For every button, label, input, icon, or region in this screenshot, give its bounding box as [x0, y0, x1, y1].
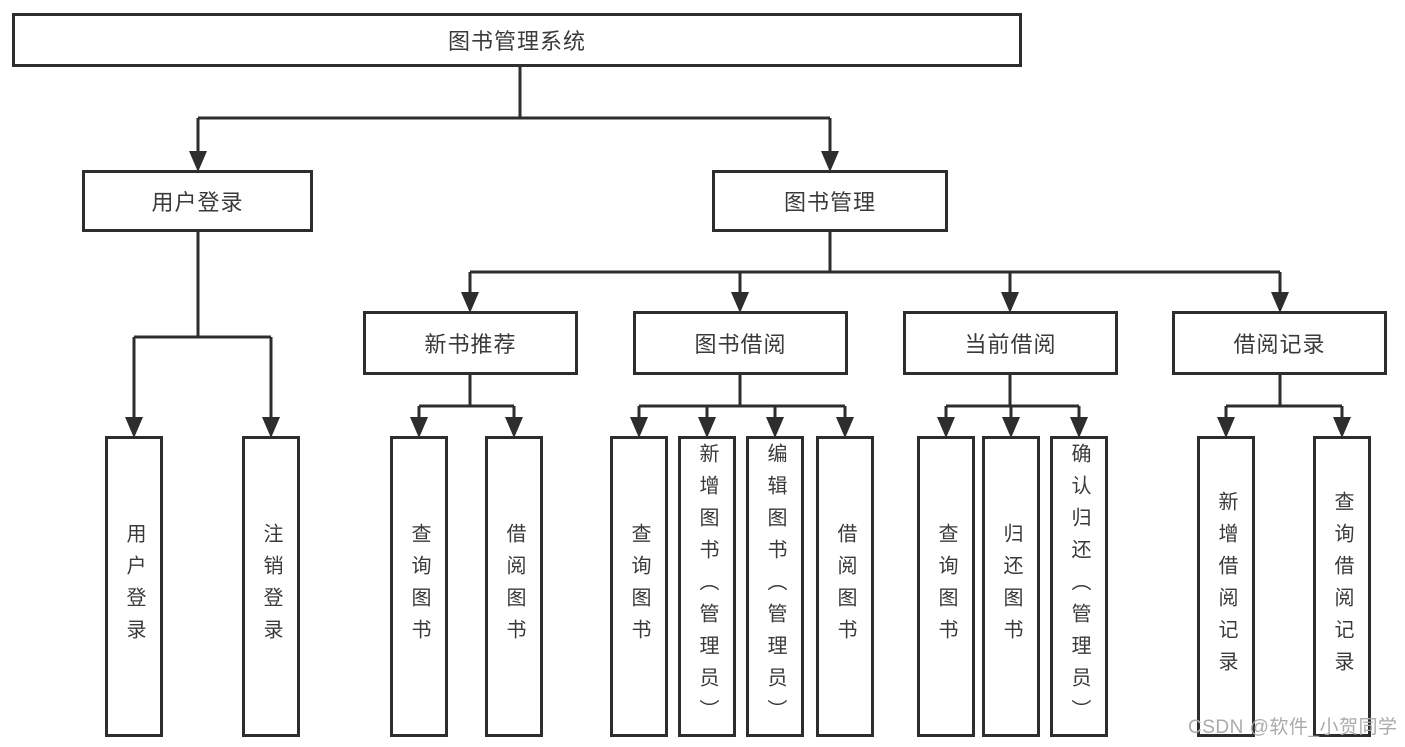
leaf-confirm-return-admin: 确认归还（管理员）: [1050, 436, 1108, 737]
node-new-book-recommend: 新书推荐: [363, 311, 578, 375]
leaf-add-borrow-record: 新增借阅记录: [1197, 436, 1255, 737]
leaf-borrowing-query-books: 查询图书: [610, 436, 668, 737]
leaf-current-query-books: 查询图书: [917, 436, 975, 737]
leaf-edit-books-admin: 编辑图书（管理员）: [746, 436, 804, 737]
node-book-borrowing: 图书借阅: [633, 311, 848, 375]
leaf-recommend-query-books: 查询图书: [390, 436, 448, 737]
node-library-management-system: 图书管理系统: [12, 13, 1022, 67]
arrowheads: [125, 151, 1351, 438]
node-current-borrowing: 当前借阅: [903, 311, 1118, 375]
leaf-borrowing-borrow-books: 借阅图书: [816, 436, 874, 737]
watermark: CSDN @软件_小贺同学: [1188, 717, 1398, 738]
leaf-add-books-admin: 新增图书（管理员）: [678, 436, 736, 737]
node-user-login: 用户登录: [82, 170, 313, 232]
leaf-recommend-borrow-books: 借阅图书: [485, 436, 543, 737]
leaf-query-borrow-record: 查询借阅记录: [1313, 436, 1371, 737]
leaf-user-login: 用户登录: [105, 436, 163, 737]
node-book-management: 图书管理: [712, 170, 948, 232]
leaf-return-books: 归还图书: [982, 436, 1040, 737]
node-borrowing-records: 借阅记录: [1172, 311, 1387, 375]
leaf-logout-login: 注销登录: [242, 436, 300, 737]
